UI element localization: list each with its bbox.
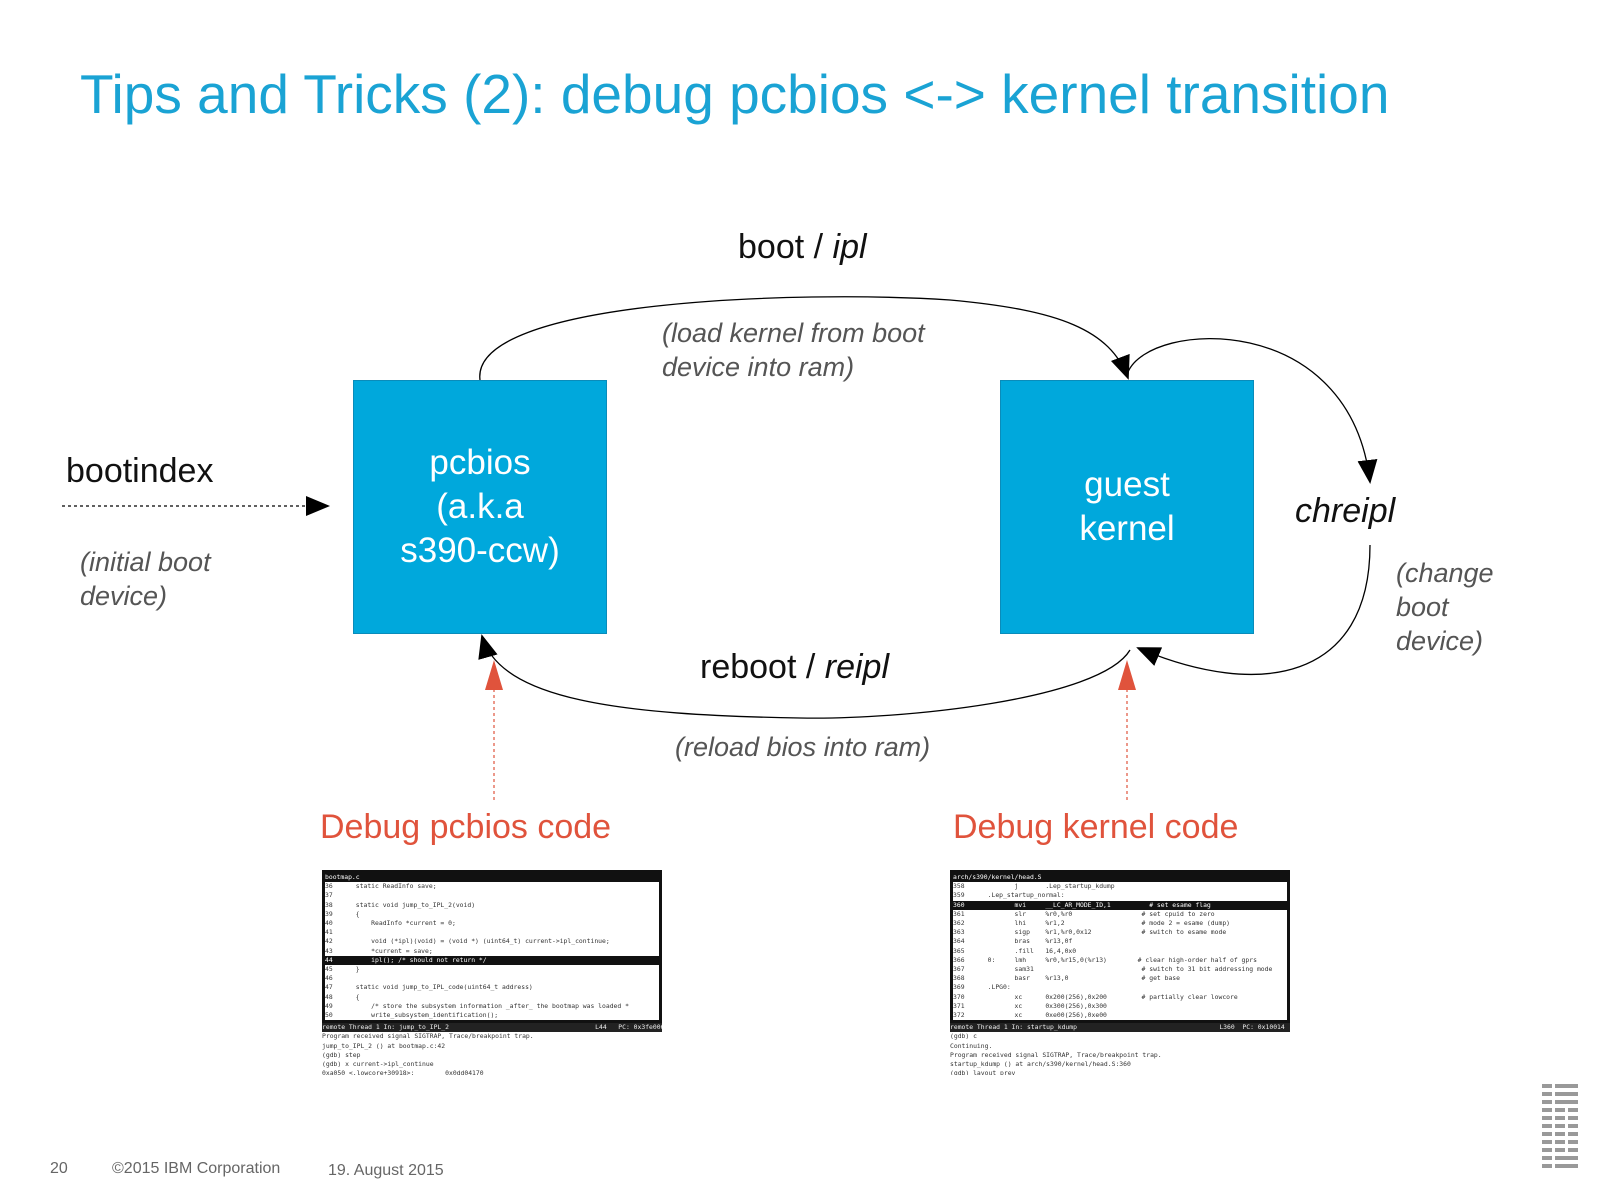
source-line: 358 j .Lep_startup_kdump	[953, 882, 1115, 891]
source-line: 365 .fill 16,4,0x0	[953, 946, 1077, 955]
source-line: 361 slr %r0,%r0 # set cpuid to zero	[953, 909, 1215, 918]
date: 19. August 2015	[328, 1162, 444, 1179]
source-line: 47 static void jump_to_IPL_code(uint64_t…	[325, 983, 533, 992]
gdb-console-line: (gdb) c	[950, 1032, 977, 1041]
source-line: 371 xc 0x300(256),0x300	[953, 1001, 1107, 1010]
current-line: 360 mvi __LC_AR_MODE_ID,1 # set esame fl…	[953, 900, 1287, 910]
chreipl-arrow	[1127, 337, 1378, 484]
kernel-line: kernel	[1079, 509, 1175, 548]
source-line: 41	[325, 928, 333, 937]
source-line: 49 /* store the subsystem information _a…	[325, 1001, 629, 1010]
reipl-text: reipl	[824, 648, 889, 686]
boot-text: boot /	[738, 228, 833, 266]
slide-title: Tips and Tricks (2): debug pcbios <-> ke…	[80, 63, 1390, 125]
source-line: 43 *current = save;	[325, 946, 433, 955]
source-line: 366 0: lmh %r0,%r15,0(%r13) # clear high…	[953, 955, 1257, 964]
bootindex-label: bootindex	[66, 452, 214, 490]
source-line: 42 void (*ipl)(void) = (void *) (uint64_…	[325, 937, 610, 946]
source-line: 362 lhi %r1,2 # mode 2 = esame (dump)	[953, 919, 1231, 928]
gdb-status-bar: remote Thread 1 In: startup_kdump L360 P…	[950, 1023, 1290, 1033]
gdb-console-line: (gdb) step	[322, 1050, 361, 1059]
boot-note: (load kernel from boot device into ram)	[662, 318, 925, 382]
source-line: 363 sigp %r1,%r0,0x12 # switch to esame …	[953, 928, 1227, 937]
source-line: 38 static void jump_to_IPL_2(void)	[325, 900, 476, 909]
boot-arrow	[479, 296, 1130, 381]
gdb-console-line: startup_kdump () at arch/s390/kernel/hea…	[950, 1060, 1131, 1069]
bootindex-note: (initial boot device)	[80, 547, 211, 611]
gdb-console-line: (gdb) x current->ipl_continue	[322, 1060, 434, 1069]
source-line: 37	[325, 891, 333, 900]
gdb-console-line: Program received signal SIGTRAP, Trace/b…	[950, 1050, 1162, 1059]
source-line: 48 {	[325, 992, 360, 1001]
chreipl-note: (change boot device)	[1396, 558, 1494, 656]
source-line: 372 xc 0xe00(256),0xe00	[953, 1011, 1107, 1020]
source-file-name: bootmap.c	[325, 873, 659, 883]
gdb-console-line: Continuing.	[950, 1041, 993, 1050]
pcbios-box: pcbios (a.k.a s390-ccw)	[353, 380, 607, 634]
debug-pcbios-arrowhead	[485, 660, 503, 690]
source-line: 367 sam31 # switch to 31 bit addressing …	[953, 965, 1273, 974]
pcbios-line: s390-ccw)	[400, 531, 560, 570]
source-line: 359 .Lep_startup_normal:	[953, 891, 1065, 900]
ipl-text: ipl	[832, 228, 867, 266]
debug-kernel-arrowhead	[1118, 660, 1136, 690]
gdb-console-line: jump_to_IPL_2 () at bootmap.c:42	[322, 1041, 446, 1050]
page-number: 20	[50, 1160, 68, 1177]
guest-kernel-box: guest kernel	[1000, 380, 1254, 634]
source-file-name: arch/s390/kernel/head.S	[953, 873, 1287, 883]
reboot-kernel-arrow	[1136, 544, 1371, 675]
current-line: 44 ipl(); /* should not return */	[325, 955, 659, 966]
reboot-label: reboot / reipl	[700, 648, 889, 687]
source-line: 370 xc 0x200(256),0x200 # partially clea…	[953, 992, 1238, 1001]
source-line: 50 write_subsystem_identification();	[325, 1011, 499, 1020]
reboot-arrow	[478, 634, 1131, 719]
pcbios-line: (a.k.a	[436, 487, 524, 526]
source-line: 36 static ReadInfo save;	[325, 882, 437, 891]
copyright: ©2015 IBM Corporation	[112, 1160, 281, 1177]
chreipl-label: chreipl	[1295, 492, 1396, 530]
pcbios-line: pcbios	[429, 443, 531, 482]
reboot-text: reboot /	[700, 648, 825, 686]
ibm-logo	[1542, 1084, 1578, 1174]
source-line: 369 .LPG0:	[953, 983, 1011, 992]
gdb-console-line: 0xa050 <.lowcore+30918>: 0x0dd04170	[322, 1069, 484, 1075]
gdb-console-line: (gdb) layout prev	[950, 1069, 1016, 1075]
source-line: 45 }	[325, 965, 360, 974]
debug-kernel-label: Debug kernel code	[953, 808, 1239, 846]
source-line: 368 basr %r13,0 # get base	[953, 974, 1181, 983]
debug-pcbios-label: Debug pcbios code	[320, 808, 612, 846]
source-line: 46	[325, 974, 333, 983]
kernel-line: guest	[1084, 465, 1170, 504]
gdb-console-line: Program received signal SIGTRAP, Trace/b…	[322, 1032, 534, 1041]
source-line: 364 bras %r13,0f	[953, 937, 1073, 946]
reboot-note: (reload bios into ram)	[675, 732, 931, 762]
gdb-status-bar: remote Thread 1 In: jump_to_IPL_2 L44 PC…	[322, 1023, 662, 1033]
source-line: 39 {	[325, 909, 360, 918]
source-line: 40 ReadInfo *current = 0;	[325, 919, 456, 928]
boot-label: boot / ipl	[738, 228, 867, 267]
